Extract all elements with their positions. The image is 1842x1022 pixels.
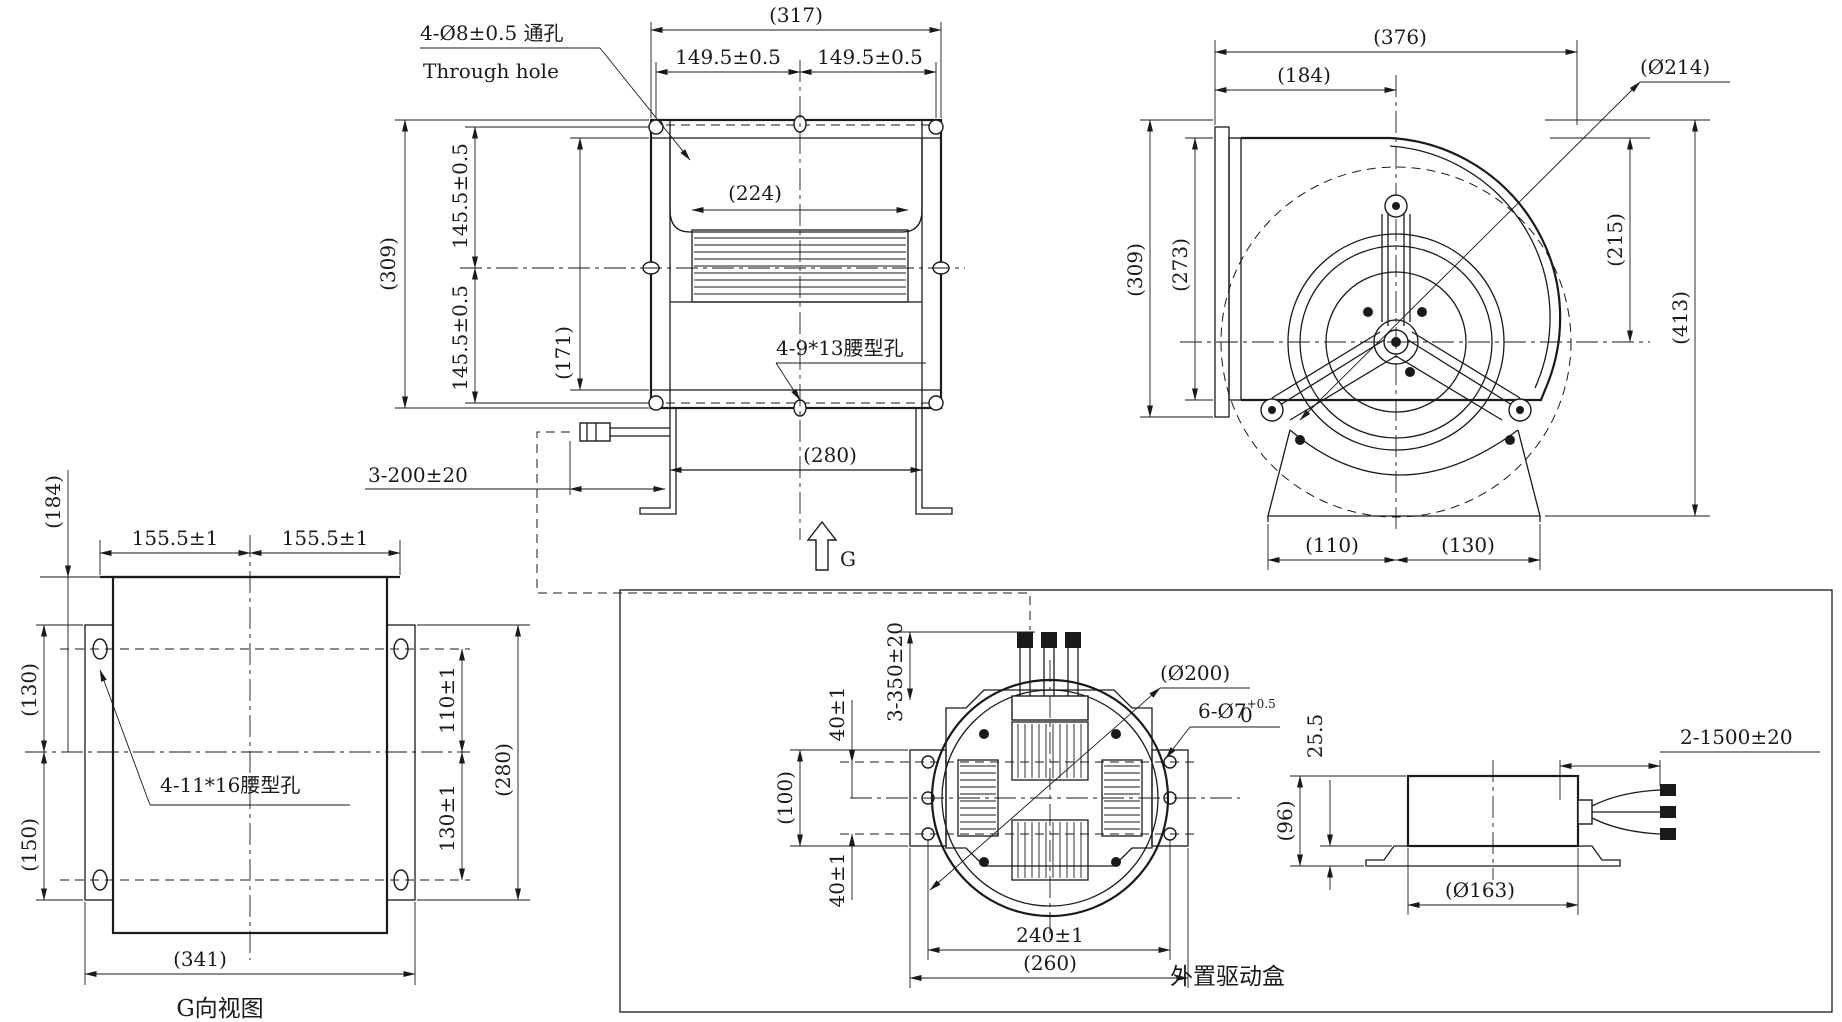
dim-width-317: (317) bbox=[769, 3, 823, 27]
drive-leads bbox=[1591, 789, 1661, 835]
hole-note-en: Through hole bbox=[423, 59, 559, 83]
dim-wheel-214: (Ø214) bbox=[1640, 55, 1710, 79]
dim-g-184: (184) bbox=[41, 475, 65, 529]
dim-height-215: (215) bbox=[1603, 213, 1627, 267]
dim-half-left: 149.5±0.5 bbox=[675, 45, 781, 69]
dim-drive-gap-upper: 40±1 bbox=[825, 687, 849, 742]
housing-outline bbox=[649, 118, 943, 410]
dim-half-upper: 145.5±0.5 bbox=[448, 143, 472, 249]
hole-tol-lower: 0 bbox=[1240, 703, 1253, 727]
dim-drive-96: (96) bbox=[1273, 800, 1297, 841]
dim-drive-260: (260) bbox=[1023, 951, 1077, 975]
corner-hole bbox=[648, 395, 664, 411]
drive-box-frame bbox=[619, 589, 1833, 1013]
dim-axis-184: (184) bbox=[1277, 63, 1331, 87]
dim-half-lower: 145.5±0.5 bbox=[448, 285, 472, 391]
hole-note-base: 6-Ø7 bbox=[1198, 699, 1247, 723]
dim-height-309-side: (309) bbox=[1123, 243, 1147, 297]
dim-g-half-left: 155.5±1 bbox=[132, 526, 219, 550]
cable-path bbox=[536, 431, 1031, 630]
dim-outlet-224: (224) bbox=[728, 181, 782, 205]
dim-g-slot-upper: 110±1 bbox=[435, 666, 459, 734]
dim-width-376: (376) bbox=[1373, 25, 1427, 49]
g-slot-note: 4-11*16腰型孔 bbox=[160, 773, 300, 797]
dim-outlet-171: (171) bbox=[551, 326, 575, 380]
view-arrow-label: G bbox=[840, 547, 856, 571]
dim-drive-cable-350: 3-350±20 bbox=[883, 622, 907, 722]
foot-left bbox=[639, 408, 677, 515]
drive-box-detail: 3-350±20 (Ø200) 6-Ø7+0.5 0 (100) 40±1 40… bbox=[619, 589, 1833, 1013]
side-view: (376) (184) (Ø214) (309) (273) (215) (41… bbox=[1123, 25, 1730, 570]
dim-g-150: (150) bbox=[17, 818, 41, 872]
g-bracket-left bbox=[84, 624, 114, 901]
g-view: (184) 155.5±1 155.5±1 (130) (150) 4-11*1… bbox=[17, 470, 530, 1022]
dim-foot-110: (110) bbox=[1305, 533, 1359, 557]
dim-drive-200: (Ø200) bbox=[1160, 661, 1230, 685]
dim-drive-240: 240±1 bbox=[1016, 923, 1084, 947]
foot-right bbox=[915, 408, 953, 515]
scroll-housing bbox=[1241, 136, 1562, 402]
corner-hole bbox=[648, 119, 664, 135]
dim-g-slot-lower: 130±1 bbox=[435, 784, 459, 852]
drive-box-side-base bbox=[1365, 845, 1621, 867]
dim-foot-280: (280) bbox=[803, 443, 857, 467]
corner-hole bbox=[928, 119, 944, 135]
dim-cable-200: 3-200±20 bbox=[368, 463, 468, 487]
corner-hole bbox=[928, 395, 944, 411]
outlet-grille bbox=[691, 229, 909, 303]
hole-tol-upper: +0.5 bbox=[1247, 697, 1276, 711]
dim-g-280: (280) bbox=[491, 743, 515, 797]
dim-drive-holes: 6-Ø7+0.5 bbox=[1198, 697, 1276, 723]
dim-drive-gap-lower: 40±1 bbox=[825, 853, 849, 908]
dim-height-309: (309) bbox=[376, 237, 400, 291]
dim-drive-100: (100) bbox=[773, 771, 797, 825]
base-stand bbox=[1267, 429, 1541, 517]
dim-foot-130: (130) bbox=[1441, 533, 1495, 557]
g-view-caption: G向视图 bbox=[176, 996, 263, 1022]
dim-drive-lead-1500: 2-1500±20 bbox=[1680, 725, 1793, 749]
slot-note: 4-9*13腰型孔 bbox=[776, 336, 904, 360]
dim-g-half-right: 155.5±1 bbox=[282, 526, 369, 550]
g-bracket-right bbox=[386, 624, 416, 901]
side-flange bbox=[1214, 126, 1230, 418]
top-view: (317) 149.5±0.5 149.5±0.5 4-Ø8±0.5 通孔 Th… bbox=[365, 3, 1031, 630]
hole-note: 4-Ø8±0.5 通孔 bbox=[420, 21, 564, 45]
dim-g-341: (341) bbox=[173, 947, 227, 971]
dim-height-273: (273) bbox=[1168, 238, 1192, 292]
dim-drive-163: (Ø163) bbox=[1445, 878, 1515, 902]
dim-g-130: (130) bbox=[17, 663, 41, 717]
dim-half-right: 149.5±0.5 bbox=[817, 45, 923, 69]
dim-drive-25: 25.5 bbox=[1303, 714, 1327, 759]
cable-gland bbox=[579, 422, 611, 442]
dim-height-413: (413) bbox=[1668, 291, 1692, 345]
drive-box-caption: 外置驱动盒 bbox=[1170, 964, 1285, 990]
view-g-arrow-icon bbox=[806, 520, 838, 571]
